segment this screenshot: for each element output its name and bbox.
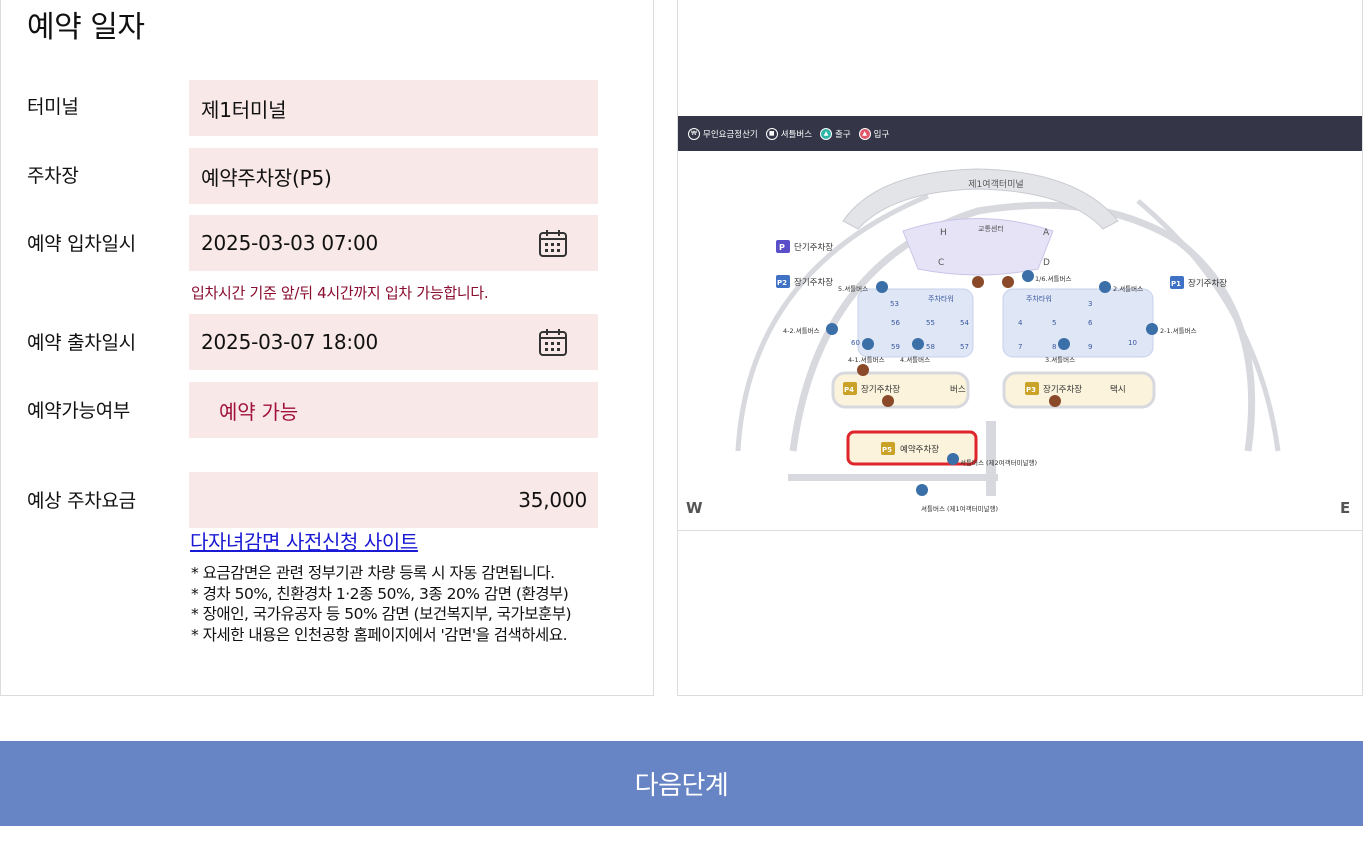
bus-stop-label: 4.셔틀버스	[900, 355, 930, 364]
spot-label: 4	[1018, 319, 1023, 327]
spot-label: 8	[1052, 343, 1056, 351]
exit-datetime-field[interactable]: 2025-03-07 18:00	[189, 314, 598, 370]
bus-stop-label: 셔틀버스 (제2여객터미널행)	[960, 458, 1037, 467]
bus-stop-label: 4-1.셔틀버스	[848, 355, 885, 364]
note-line: * 자세한 내용은 인천공항 홈페이지에서 '감면'을 검색하세요.	[191, 625, 568, 644]
payment-kiosk-icon: ₩	[688, 127, 700, 140]
spot-label: 60	[851, 339, 860, 347]
legend-item: ₩무인요금정산기	[688, 127, 758, 140]
exit-label: 예약 출차일시	[27, 332, 136, 354]
spot-label: 58	[926, 343, 935, 351]
entry-datetime-value: 2025-03-03 07:00	[201, 231, 379, 255]
spot-label: 6	[1088, 319, 1093, 327]
terminal-label: 터미널	[27, 96, 79, 118]
discount-notes: * 요금감면은 관련 정부기관 차량 등록 시 자동 감면됩니다. * 경차 5…	[191, 563, 572, 645]
svg-text:P: P	[779, 243, 785, 252]
tower-label: 주차타워	[1026, 294, 1052, 303]
spot-label: 7	[1018, 343, 1022, 351]
spot-label: 10	[1128, 339, 1137, 347]
west-label: W	[686, 499, 703, 517]
terminal-field[interactable]: 제1터미널	[189, 80, 598, 136]
bus-stop-label: 셔틀버스 (제1여객터미널행)	[921, 504, 998, 513]
svg-text:P1: P1	[1171, 280, 1181, 288]
entry-label: 예약 입차일시	[27, 233, 136, 255]
zone-label: H	[940, 228, 947, 238]
entry-datetime-field[interactable]: 2025-03-03 07:00	[189, 215, 598, 271]
spot-label: 54	[960, 319, 969, 327]
bus-stop-label: 2-1.셔틀버스	[1160, 326, 1197, 335]
p1-label: 장기주차장	[1188, 278, 1227, 289]
legend-item: ▲입구	[858, 127, 889, 140]
spot-label: 53	[890, 300, 899, 308]
spot-label: 56	[891, 319, 900, 327]
availability-value: 예약 가능	[219, 399, 298, 424]
zone-label: D	[1043, 258, 1050, 268]
reservation-form-panel: 예약 일자 터미널 제1터미널 주차장 예약주차장(P5) 예약 입차일시 20…	[0, 0, 654, 696]
spot-label: 57	[960, 343, 969, 351]
parking-value: 예약주차장(P5)	[201, 165, 332, 190]
fee-value: 35,000	[518, 488, 587, 512]
map-legend-bar: ₩무인요금정산기 ■셔틀버스 ▲출구 ▲입구	[678, 116, 1362, 151]
bus-area-label: 버스	[950, 384, 966, 395]
tower-label: 주차타워	[928, 294, 954, 303]
east-label: E	[1340, 499, 1350, 517]
zone-label: A	[1043, 228, 1050, 238]
section-title: 예약 일자	[27, 10, 145, 45]
entry-hint: 입차시간 기준 앞/뒤 4시간까지 입차 가능합니다.	[191, 284, 489, 302]
calendar-icon[interactable]	[538, 228, 568, 258]
legend-item: ▲출구	[820, 127, 851, 140]
svg-text:P4: P4	[844, 386, 854, 394]
p3-label: 장기주차장	[1043, 384, 1082, 395]
bus-stop-label: 3.셔틀버스	[1045, 355, 1075, 364]
exit-datetime-value: 2025-03-07 18:00	[201, 330, 379, 354]
bus-stop-label: 2.셔틀버스	[1113, 284, 1143, 293]
availability-label: 예약가능여부	[27, 400, 131, 422]
bus-icon: ■	[765, 127, 778, 140]
p5-label: 예약주차장	[900, 444, 939, 455]
map-divider	[678, 530, 1362, 531]
parking-map: 제1여객터미널 H 교통센터 A C D P 단기주차장 P2 장기주차장 P1…	[686, 168, 1350, 517]
entrance-icon: ▲	[858, 127, 871, 140]
p2-label: 장기주차장	[794, 277, 833, 288]
note-line: * 경차 50%, 친환경차 1·2종 50%, 3종 20% 감면 (환경부)	[191, 584, 569, 603]
svg-text:P3: P3	[1026, 386, 1036, 394]
fee-field: 35,000	[189, 472, 598, 528]
discount-site-link[interactable]: 다자녀감면 사전신청 사이트	[190, 530, 418, 554]
parking-label: 주차장	[27, 165, 79, 187]
next-step-button[interactable]: 다음단계	[0, 741, 1363, 826]
svg-text:P5: P5	[882, 446, 892, 454]
spot-label: 59	[891, 343, 900, 351]
svg-text:P2: P2	[777, 279, 787, 287]
parking-map-panel: ₩무인요금정산기 ■셔틀버스 ▲출구 ▲입구 제1여객터미널 H 교통센터 A …	[677, 0, 1363, 696]
short-term-label: 단기주차장	[794, 242, 833, 253]
terminal-value: 제1터미널	[201, 97, 287, 122]
bus-stop-label: 4-2.셔틀버스	[783, 326, 820, 335]
spot-label: 5	[1052, 319, 1056, 327]
note-line: * 요금감면은 관련 정부기관 차량 등록 시 자동 감면됩니다.	[191, 564, 555, 582]
note-line: * 장애인, 국가유공자 등 50% 감면 (보건복지부, 국가보훈부)	[191, 605, 572, 623]
exit-icon: ▲	[820, 127, 833, 140]
parking-field[interactable]: 예약주차장(P5)	[189, 148, 598, 204]
calendar-icon[interactable]	[538, 327, 568, 357]
zone-label: 교통센터	[978, 224, 1004, 233]
legend-item: ■셔틀버스	[765, 127, 812, 140]
bus-stop-label: 5.셔틀버스	[838, 284, 868, 293]
availability-field: 예약 가능	[189, 382, 598, 438]
bus-stop-label: 1/6.셔틀버스	[1035, 274, 1071, 283]
taxi-area-label: 택시	[1110, 384, 1126, 395]
spot-label: 3	[1088, 300, 1092, 308]
fee-label: 예상 주차요금	[27, 490, 136, 512]
zone-label: C	[938, 258, 944, 268]
terminal-label: 제1여객터미널	[968, 178, 1023, 190]
p4-label: 장기주차장	[861, 384, 900, 395]
spot-label: 55	[926, 319, 935, 327]
spot-label: 9	[1088, 343, 1092, 351]
